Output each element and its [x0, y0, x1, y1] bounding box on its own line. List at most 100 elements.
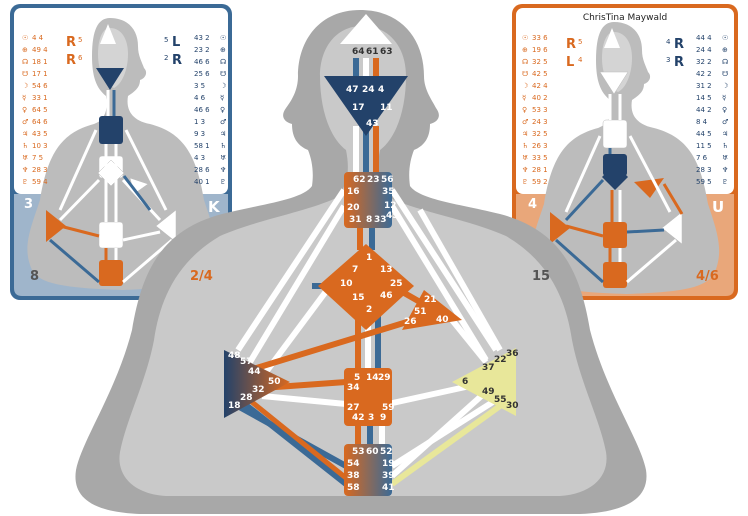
planet-symbol: ♅: [220, 154, 226, 162]
right-card-name: ChrisTina Maywald: [583, 13, 667, 23]
planet-gate-line: 32 5: [532, 58, 548, 66]
ajna-center: [324, 76, 408, 136]
throat-gate-labels: 62 23 56 16 35 20 12 31 8 33 45: [347, 175, 399, 225]
planet-gate-line: 40 2: [532, 94, 548, 102]
planet-symbol: ♂: [722, 118, 728, 126]
gate-62: 62: [353, 175, 366, 185]
planet-gate-line: 28 3: [32, 166, 48, 174]
planet-gate-line: 9 3: [194, 130, 205, 138]
planet-gate-line: 54 6: [32, 82, 48, 90]
gate-18: 18: [228, 401, 241, 411]
planet-gate-line: 43 5: [32, 130, 48, 138]
planet-gate-line: 28 1: [532, 166, 548, 174]
gate-12: 12: [384, 201, 397, 211]
gate-16: 16: [347, 187, 360, 197]
left-card-corners: 3 K 8 2/4: [24, 197, 221, 284]
gate-43: 43: [366, 119, 379, 129]
gate-35: 35: [382, 187, 395, 197]
right-arrow-4: R: [674, 55, 684, 70]
main-body-graph: 64 61 63 47 24 4 17 11 43 62 23 56 16 35…: [75, 10, 647, 514]
root-gate-labels: 53 60 52 54 19 38 39 58 41: [347, 447, 395, 493]
left-arrow-3-sub: 5: [164, 36, 168, 44]
throat-center: [344, 172, 392, 228]
planet-symbol: ♂: [22, 118, 28, 126]
heart-gate-labels: 21 51 26 40: [404, 295, 449, 327]
planet-symbol: ♇: [722, 178, 728, 186]
planet-symbol: ☽: [522, 82, 528, 90]
gate-37: 37: [482, 363, 495, 373]
planet-symbol: ☿: [722, 94, 726, 102]
planet-symbol: ☿: [220, 94, 224, 102]
gate-15: 15: [352, 293, 365, 303]
gate-17: 17: [352, 103, 365, 113]
spleen-gate-labels: 48 57 44 50 32 28 18: [228, 351, 281, 411]
left-corner-tr: K: [208, 198, 221, 216]
planet-gate-line: 19 6: [532, 46, 548, 54]
right-corner-tl: 4: [528, 197, 537, 212]
left-arrow-2-sub: 6: [78, 54, 83, 62]
gate-1: 1: [366, 253, 372, 263]
left-arrow-3: L: [172, 35, 180, 50]
gate-22: 22: [494, 355, 507, 365]
planet-gate-line: 8 4: [696, 118, 708, 126]
gate-47: 47: [346, 85, 359, 95]
planet-gate-line: 42 5: [532, 70, 548, 78]
right-arrow-3-sub: 4: [666, 38, 671, 46]
planet-gate-line: 11 5: [696, 142, 712, 150]
planet-symbol: ⊕: [722, 46, 728, 54]
gate-9: 9: [380, 413, 386, 423]
planet-symbol: ⊕: [22, 46, 28, 54]
right-arrow-4-sub: 3: [666, 56, 670, 64]
planet-gate-line: 4 3: [194, 154, 205, 162]
gate-20: 20: [347, 203, 360, 213]
gate-54: 54: [347, 459, 360, 469]
solar-plexus-center: [452, 348, 516, 416]
right-card-arrows: R 5 L 4 R 4 R 3: [566, 37, 684, 70]
gate-26: 26: [404, 317, 417, 327]
planet-gate-line: 7 6: [696, 154, 708, 162]
sacral-center: [344, 368, 392, 426]
left-arrow-1: R: [66, 35, 76, 50]
gate-14: 14: [366, 373, 379, 383]
planet-gate-line: 23 2: [194, 46, 210, 54]
right-card-planets-design: ☉33 6⊕19 6☊32 5☋42 5☽42 4☿40 2♀53 3♂24 3…: [522, 34, 548, 186]
planet-gate-line: 33 5: [532, 154, 548, 162]
left-corner-br: 2/4: [190, 269, 213, 284]
g-center: [318, 244, 414, 330]
planet-gate-line: 4 6: [194, 94, 206, 102]
right-corner-br: 4/6: [696, 269, 719, 284]
gate-29: 29: [378, 373, 391, 383]
gate-5: 5: [354, 373, 360, 383]
planet-gate-line: 44 2: [696, 106, 712, 114]
gate-48: 48: [228, 351, 241, 361]
gate-36: 36: [506, 349, 519, 359]
planet-gate-line: 58 1: [194, 142, 210, 150]
planet-symbol: ☋: [522, 70, 528, 78]
gate-45: 45: [386, 211, 399, 221]
gate-42: 42: [352, 413, 365, 423]
planet-symbol: ♇: [22, 178, 28, 186]
gate-60: 60: [366, 447, 379, 457]
planet-symbol: ☉: [722, 34, 728, 42]
planet-symbol: ♄: [220, 142, 226, 150]
planet-symbol: ♂: [522, 118, 528, 126]
gate-25: 25: [390, 279, 403, 289]
planet-symbol: ♄: [522, 142, 528, 150]
planet-symbol: ♅: [522, 154, 528, 162]
gate-19: 19: [382, 459, 395, 469]
gate-32: 32: [252, 385, 265, 395]
planet-symbol: ☊: [22, 58, 28, 66]
planet-gate-line: 26 3: [532, 142, 548, 150]
planet-gate-line: 7 5: [32, 154, 43, 162]
gate-8: 8: [366, 215, 372, 225]
heart-center: [402, 290, 462, 330]
planet-symbol: ♂: [220, 118, 226, 126]
planet-gate-line: 53 3: [532, 106, 548, 114]
left-corner-bl: 8: [30, 269, 39, 284]
planet-gate-line: 59 2: [532, 178, 548, 186]
solar-plexus-gate-labels: 36 22 37 6 49 55 30: [462, 349, 519, 411]
right-card-corners: 4 U 15 4/6: [528, 197, 724, 284]
planet-symbol: ♃: [722, 130, 728, 138]
gate-51: 51: [414, 307, 427, 317]
